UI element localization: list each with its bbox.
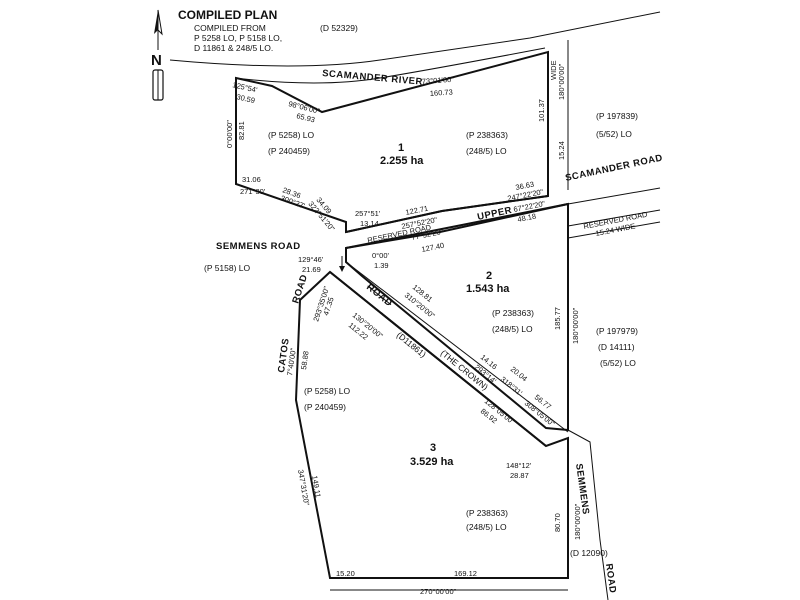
- lot-3-number: 3: [430, 442, 436, 454]
- ref-p197979: (P 197979): [596, 326, 638, 336]
- lot-3-ref-4: (248/5) LO: [466, 522, 507, 532]
- lot-2-ref-2: (248/5) LO: [492, 324, 533, 334]
- dim-b0left: 0°00'00": [225, 120, 234, 148]
- dim-d3663: 36.63: [515, 180, 535, 192]
- lot-2-ref-1: (P 238363): [492, 308, 534, 318]
- lot-1-ref-4: (248/5) LO: [466, 146, 507, 156]
- scamander-road-south-line: [567, 209, 661, 227]
- wide-top-label: WIDE: [549, 60, 558, 80]
- ref-p197839: (P 197839): [596, 111, 638, 121]
- dim-d10137: 101.37: [537, 99, 546, 122]
- dim-b0b: 0°00': [372, 251, 390, 260]
- road-bottom-label: ROAD: [603, 563, 618, 594]
- north-arrow-icon: [152, 9, 164, 101]
- dim-d2887: 28.87: [510, 471, 529, 480]
- dim-b180mid: 180°00'00": [571, 307, 580, 344]
- dim-d3059: 30.59: [236, 92, 256, 105]
- semmens-road-east-line: [567, 429, 609, 600]
- dim-d3106: 31.06: [242, 175, 261, 184]
- dim-d8070: 80.70: [553, 513, 562, 532]
- dim-b148: 148°12': [506, 461, 532, 470]
- arrow-head-icon: [339, 266, 345, 272]
- catos-label: CATOS: [276, 337, 292, 373]
- reserved-road-right-line: [567, 221, 661, 239]
- dim-d139: 1.39: [374, 261, 389, 270]
- dim-b129: 129°46': [298, 255, 324, 264]
- lot-1-area: 2.255 ha: [380, 155, 424, 167]
- dim-b7: 7°40'00": [285, 347, 298, 376]
- river-edge-line: [234, 47, 546, 84]
- dim-d1520: 15.20: [336, 569, 355, 578]
- lot-3-ref-1: (P 5258) LO: [304, 386, 351, 396]
- dim-d18577: 185.77: [553, 307, 562, 330]
- river-bank-line: [169, 11, 661, 67]
- dim-b180top: 180°00'00": [557, 63, 566, 100]
- dim-b73: 73°01'00": [422, 75, 455, 86]
- dim-d1314: 13.14: [360, 219, 379, 228]
- dim-d8281: 82.81: [237, 121, 246, 140]
- ref-5-52-mid: (5/52) LO: [600, 358, 636, 368]
- dim-d12740: 127.40: [421, 241, 445, 254]
- dim-b180bot: 180°00'00": [573, 503, 582, 540]
- lot-3-ref-2: (P 240459): [304, 402, 346, 412]
- dim-d16912: 169.12: [454, 569, 477, 578]
- compiled-from-line-1: COMPILED FROM: [194, 23, 266, 33]
- dim-d12271: 122.71: [405, 204, 429, 217]
- compiled-from-line-3: D 11861 & 248/5 LO.: [194, 43, 273, 53]
- ref-d12090: (D 12090): [570, 548, 608, 558]
- lot-2-number: 2: [486, 270, 492, 282]
- ref-d11861: (D11861): [395, 330, 428, 360]
- crown-road-north-line: [345, 261, 569, 433]
- lot-1-ref-1: (P 5258) LO: [268, 130, 315, 140]
- dim-b271: 271°30': [240, 187, 266, 196]
- upper-road-north-line: [345, 195, 549, 233]
- scamander-road-label: SCAMANDER ROAD: [564, 153, 663, 184]
- dim-d14911: 149.11: [310, 475, 323, 499]
- road-catos-label: ROAD: [290, 273, 310, 305]
- lot-1-number: 1: [398, 142, 404, 154]
- dim-b257a: 257°51': [355, 209, 381, 218]
- compiled-from-line-2: P 5258 LO, P 5158 LO,: [194, 33, 282, 43]
- dim-d5888: 58.88: [299, 350, 311, 370]
- lot-1-ref-2: (P 240459): [268, 146, 310, 156]
- scamander-road-north-line: [567, 187, 661, 205]
- lot-2-area: 1.543 ha: [466, 283, 510, 295]
- plan-title: COMPILED PLAN: [178, 8, 277, 22]
- ref-p5158: (P 5158) LO: [204, 263, 251, 273]
- dim-d2169: 21.69: [302, 265, 321, 274]
- semmens-road-left-label: SEMMENS ROAD: [216, 241, 301, 252]
- dim-b347: 347°31'20": [296, 469, 311, 507]
- width-top-label: 15.24: [557, 141, 566, 160]
- lot-3-ref-3: (P 238363): [466, 508, 508, 518]
- ref-5-52-top: (5/52) LO: [596, 129, 632, 139]
- north-letter: N: [151, 52, 162, 69]
- ref-d14111: (D 14111): [598, 342, 635, 352]
- lot-3-boundary: [294, 270, 569, 579]
- lot-1-ref-3: (P 238363): [466, 130, 508, 140]
- dim-b270: 270°00'00": [420, 587, 457, 596]
- ref-d52329: (D 52329): [320, 23, 358, 33]
- dim-d4818: 48.18: [517, 212, 537, 224]
- scamander-river-label: SCAMANDER RIVER: [322, 68, 424, 88]
- dim-d16073: 160.73: [430, 87, 454, 98]
- lot-3-area: 3.529 ha: [410, 456, 454, 468]
- dim-d6593: 65.93: [296, 111, 316, 124]
